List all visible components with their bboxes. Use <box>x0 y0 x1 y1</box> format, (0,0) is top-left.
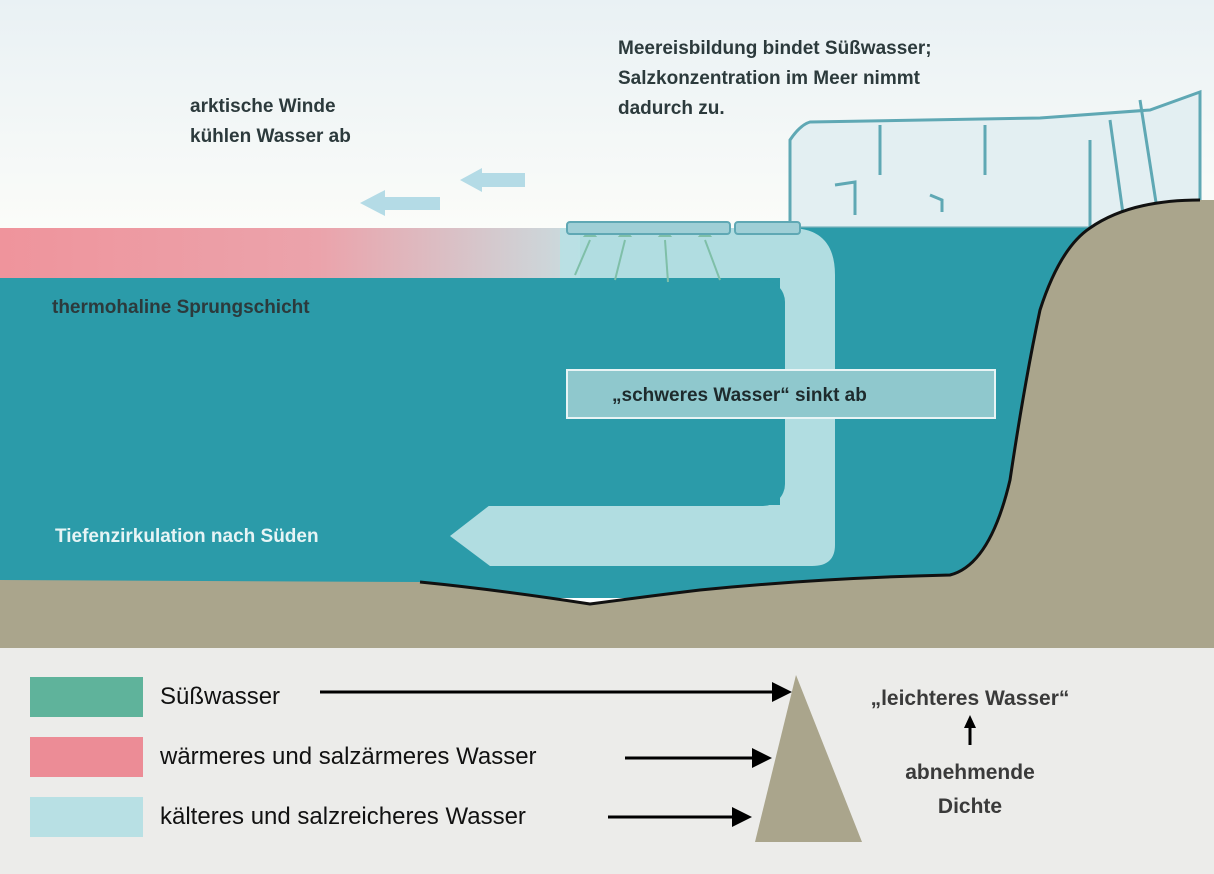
warm-surface-layer <box>0 228 580 278</box>
legend-swatch-freshwater <box>30 677 143 717</box>
cold-water-flow <box>450 228 835 566</box>
legend-label-cold-water: kälteres und salzreicheres Wasser <box>160 803 526 830</box>
winds-label-line1: arktische Winde <box>190 96 336 117</box>
sea-ice-floe <box>734 221 801 235</box>
ice-shelf <box>788 89 1202 230</box>
legend-panel <box>0 648 1214 874</box>
legend-label-freshwater: Süßwasser <box>160 683 280 710</box>
wind-arrow-icon <box>360 190 440 216</box>
sea-ice-floe <box>566 221 731 235</box>
sea-ice-label-line1: Meereisbildung bindet Süßwasser; <box>618 38 932 59</box>
sea-ice-label-line3: dadurch zu. <box>618 98 725 119</box>
deep-circulation-label: Tiefenzirkulation nach Süden <box>55 526 319 547</box>
density-triangle <box>755 675 862 842</box>
density-label-line1: abnehmende <box>905 761 1035 784</box>
winds-label-line2: kühlen Wasser ab <box>190 126 351 147</box>
sea-ice-label-line2: Salzkonzentration im Meer nimmt <box>618 68 921 89</box>
legend-swatch-cold-water <box>30 797 143 837</box>
legend-arrows <box>320 682 792 827</box>
ice-shelf-cracks <box>834 99 1162 229</box>
legend-swatch-warm-water <box>30 737 143 777</box>
heavy-water-box <box>566 369 996 419</box>
legend-label-warm-water: wärmeres und salzärmeres Wasser <box>159 743 537 770</box>
deep-water-body <box>0 280 785 506</box>
heavy-water-label: „schweres Wasser“ sinkt ab <box>612 385 867 406</box>
density-top-label: „leichteres Wasser“ <box>871 687 1070 710</box>
seafloor-outline <box>419 198 1201 606</box>
density-up-arrow-icon <box>964 715 976 745</box>
density-label-line2: Dichte <box>938 795 1002 818</box>
wind-arrow-icon <box>460 168 525 192</box>
thermocline-label: thermohaline Sprungschicht <box>52 297 310 318</box>
land-seafloor <box>0 200 1214 648</box>
